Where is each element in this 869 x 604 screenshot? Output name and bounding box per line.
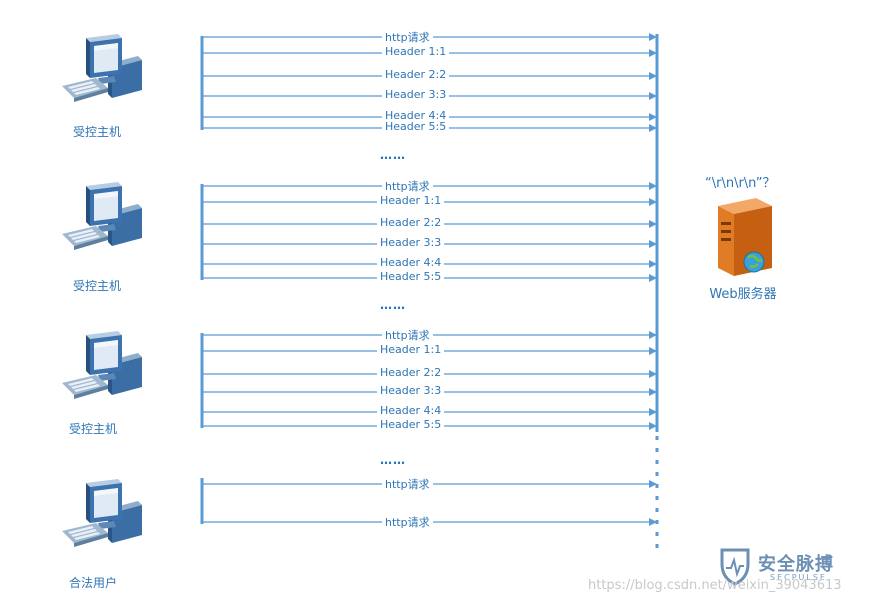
host-label: 受控主机: [68, 422, 117, 436]
ellipsis: ……: [380, 148, 406, 162]
server-slot: [721, 238, 731, 241]
server-slot: [721, 230, 731, 233]
message-label: Header 2:2: [382, 68, 450, 81]
message-label: Header 2:2: [377, 216, 445, 229]
message-label: http请求: [382, 514, 433, 530]
globe-icon: [743, 251, 765, 273]
crlf-question: “\r\n\r\n”？: [705, 176, 776, 191]
computer-icon: [62, 331, 142, 399]
computer-icon: [62, 182, 142, 250]
host-label: 受控主机: [72, 125, 121, 139]
ellipsis: ……: [380, 453, 406, 467]
message-label: Header 5:5: [382, 120, 450, 133]
csdn-watermark: https://blog.csdn.net/weixin_39043613: [588, 578, 842, 593]
ellipsis: ……: [380, 298, 406, 312]
computer-icon: [62, 34, 142, 102]
message-label: http请求: [382, 476, 433, 492]
computer-icon: [62, 479, 142, 547]
message-label: Header 3:3: [377, 236, 445, 249]
host-label: 受控主机: [72, 279, 121, 293]
shield-outline: [720, 548, 750, 586]
message-label: Header 1:1: [377, 194, 445, 207]
message-label: Header 4:4: [377, 404, 445, 417]
shield-pulse: [726, 556, 744, 578]
web-server-label: Web服务器: [709, 287, 777, 302]
message-label: Header 5:5: [377, 418, 445, 431]
message-label: Header 1:1: [377, 343, 445, 356]
secpulse-logo-text: 安全脉搏: [758, 554, 834, 575]
message-label: Header 5:5: [377, 270, 445, 283]
globe-land: [747, 254, 763, 268]
message-label: http请求: [382, 29, 433, 45]
message-label: Header 2:2: [377, 366, 445, 379]
server-icon: [718, 198, 772, 276]
secpulse-logo-sub: SECPULSE: [770, 573, 827, 582]
message-label: http请求: [382, 178, 433, 194]
server-slot: [721, 222, 731, 225]
message-label: http请求: [382, 327, 433, 343]
message-label: Header 3:3: [382, 88, 450, 101]
message-label: Header 3:3: [377, 384, 445, 397]
server-top: [718, 198, 772, 214]
secpulse-shield-icon: [720, 548, 750, 586]
message-label: Header 1:1: [382, 45, 450, 58]
message-label: Header 4:4: [377, 256, 445, 269]
message-label: Header 4:4: [382, 109, 450, 122]
host-label: 合法用户: [68, 576, 117, 590]
